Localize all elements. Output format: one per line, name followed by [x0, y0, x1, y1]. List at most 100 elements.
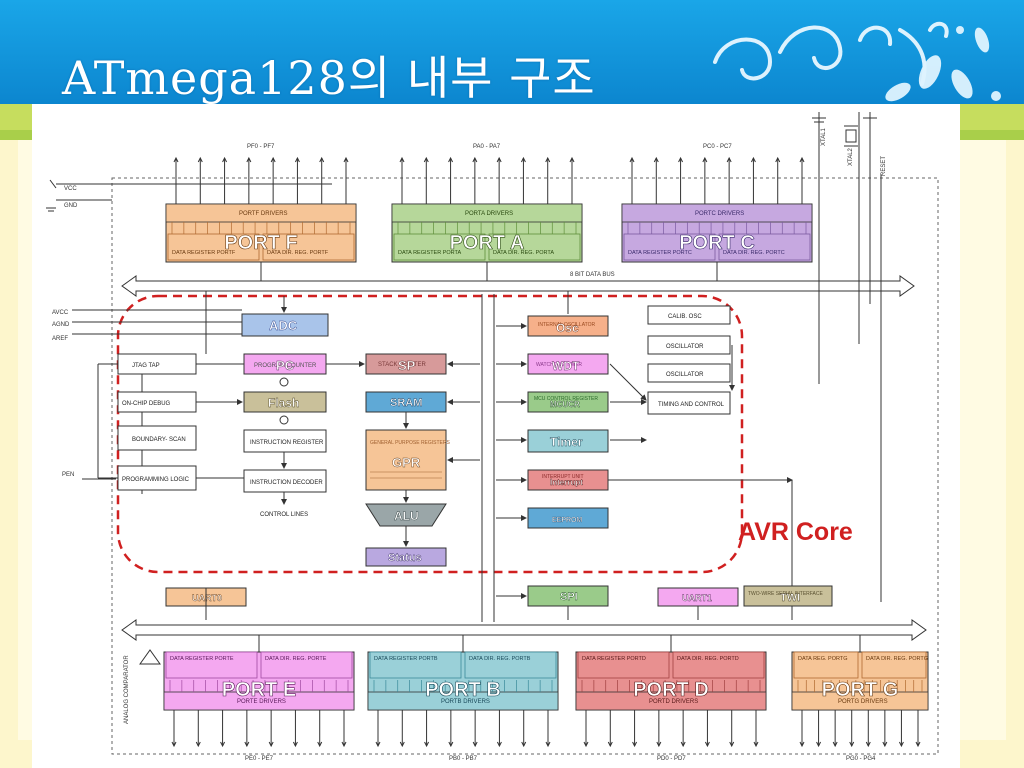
svg-text:GND: GND [64, 203, 78, 209]
port-drivers-label: PORTC DRIVERS [695, 211, 744, 217]
gpr-block [365, 429, 447, 491]
uart0-label: UART0 [192, 593, 222, 603]
on-chip-debug-label: ON-CHIP DEBUG [122, 401, 171, 407]
mcucr-sub: MCU CONTROL REGISTER [534, 396, 598, 402]
port-data-direction-label: DATA DIR. REG. PORTB [469, 656, 531, 662]
port-data-direction-label: DATA DIR. REG. PORTD [677, 656, 739, 662]
data-bus-label: 8 BIT DATA BUS [570, 272, 615, 278]
boundary-scan-label: BOUNDARY- SCAN [132, 437, 186, 443]
port-pins-label: PD0 - PD7 [657, 756, 686, 762]
oscillator-label-1: OSCILLATOR [666, 344, 704, 350]
port-data-register-label: DATA REGISTER PORTF [172, 250, 236, 256]
status-block [365, 547, 447, 567]
port-pins-label: PB0 - PB7 [449, 756, 478, 762]
stack-pointer-label: SP [398, 358, 416, 373]
twi-label: TWI [780, 592, 800, 604]
program-counter-label: PC [276, 358, 295, 373]
flash-connector-icon [279, 415, 289, 425]
data-bus-bottom [121, 619, 927, 641]
svg-text:AVCC: AVCC [52, 310, 69, 316]
svg-text:PEN: PEN [62, 472, 74, 478]
adc-block [241, 313, 329, 337]
port-data-register-label: DATA REGISTER PORTB [374, 656, 438, 662]
power-pins: VCC GND AVCC AGND AREF PEN [52, 186, 78, 478]
port-data-direction-label: DATA DIR. REG. PORTC [723, 250, 785, 256]
eeprom-label: EEPROM [552, 517, 583, 524]
block-diagram: AVR Core 8 BIT DATA BUS VCC GND AVCC AGN… [32, 104, 960, 768]
port-data-register-label: DATA REGISTER PORTD [582, 656, 646, 662]
internal-osc-sub: INTERNAL OSCILLATOR [538, 322, 596, 328]
interrupt-sub: INTERRUPT UNIT [542, 474, 584, 480]
timing-control-block [647, 391, 731, 415]
spi-label: SPI [560, 591, 578, 603]
leaf-ornament-icon [885, 26, 1001, 102]
svg-text:XTAL1: XTAL1 [821, 127, 827, 146]
crystal-icon [812, 112, 882, 602]
eeprom-block [527, 507, 609, 529]
gpr-rows [370, 471, 442, 479]
port-pins-label: PC0 - PC7 [703, 144, 732, 150]
port-data-register-label: DATA REGISTER PORTC [628, 250, 692, 256]
port-name-label: PORT C [679, 232, 755, 254]
twi-block [743, 585, 833, 607]
gpr-label: GPR [392, 455, 421, 470]
instruction-decoder-block [243, 469, 327, 493]
internal-osc-block [527, 315, 609, 337]
svg-text:AREF: AREF [52, 336, 68, 342]
wdt-sub: WATCHDOG TIMER [536, 362, 582, 368]
program-counter-sub: PROGRAM COUNTER [254, 363, 317, 369]
wdt-block [527, 353, 609, 375]
uart1-label: UART1 [682, 593, 712, 603]
port-drivers-label: PORTB DRIVERS [441, 699, 490, 705]
svg-text:VCC: VCC [64, 186, 77, 192]
boundary-scan-block [117, 425, 197, 451]
slide-title: ATmega128의 내부 구조 [62, 51, 596, 105]
power-wires [46, 179, 332, 480]
port-drivers-label: PORTD DRIVERS [649, 699, 698, 705]
port-drivers-label: PORTF DRIVERS [239, 211, 288, 217]
port-drivers-label: PORTE DRIVERS [237, 699, 286, 705]
status-label: Status [388, 552, 422, 564]
alu-label: ALU [394, 509, 419, 523]
internal-osc-label: Osc [556, 321, 579, 335]
swirl-ornament-icon [713, 21, 949, 86]
twi-sub: TWO-WIRE SERIAL INTERFACE [748, 591, 823, 597]
timer-block [527, 429, 609, 453]
bottom-port-3: PD0 - PD7 PORTD DRIVERS DATA REGISTER PORT… [575, 635, 767, 762]
instruction-register-block [243, 429, 327, 453]
bus-taps [97, 291, 793, 620]
port-data-direction-label: DATA DIR. REG. PORTG [866, 656, 928, 662]
svg-text:XTAL2: XTAL2 [848, 147, 854, 166]
port-drivers-label: PORTA DRIVERS [465, 211, 513, 217]
mcucr-label: MCUCR [550, 400, 580, 409]
port-name-label: PORT G [822, 679, 899, 701]
svg-text:AGND: AGND [52, 322, 70, 328]
port-name-label: PORT B [425, 679, 501, 701]
port-data-register-label: DATA REG. PORTG [798, 656, 848, 662]
signal-wires [196, 296, 793, 599]
port-data-direction-label: DATA DIR. REG. PORTE [265, 656, 327, 662]
calib-osc-block [647, 305, 731, 325]
svg-text:RESET: RESET [881, 156, 887, 176]
flash-label: Flash [268, 396, 299, 410]
adc-label: ADC [269, 318, 298, 333]
gpr-sub: GENERAL PURPOSE REGISTERS [370, 440, 450, 446]
interrupt-label: Interrupt [550, 478, 583, 487]
jtag-tap-label: JTAG TAP [132, 363, 160, 369]
port-pins-label: PG0 - PG4 [846, 756, 876, 762]
oscillator-block-2 [647, 363, 731, 383]
oscillator-label-2: OSCILLATOR [666, 372, 704, 378]
port-pins-label: PA0 - PA7 [473, 144, 501, 150]
chip-boundary [111, 177, 939, 755]
port-data-direction-label: DATA DIR. REG. PORTA [493, 250, 554, 256]
analog-comparator-label: ANALOG COMPARATOR [124, 655, 130, 724]
stack-pointer-sub: STACK POINTER [378, 362, 427, 368]
port-name-label: PORT A [450, 232, 525, 254]
programming-logic-block [117, 465, 197, 491]
oscillator-block-1 [647, 335, 731, 355]
wdt-label: WDT [552, 359, 580, 373]
